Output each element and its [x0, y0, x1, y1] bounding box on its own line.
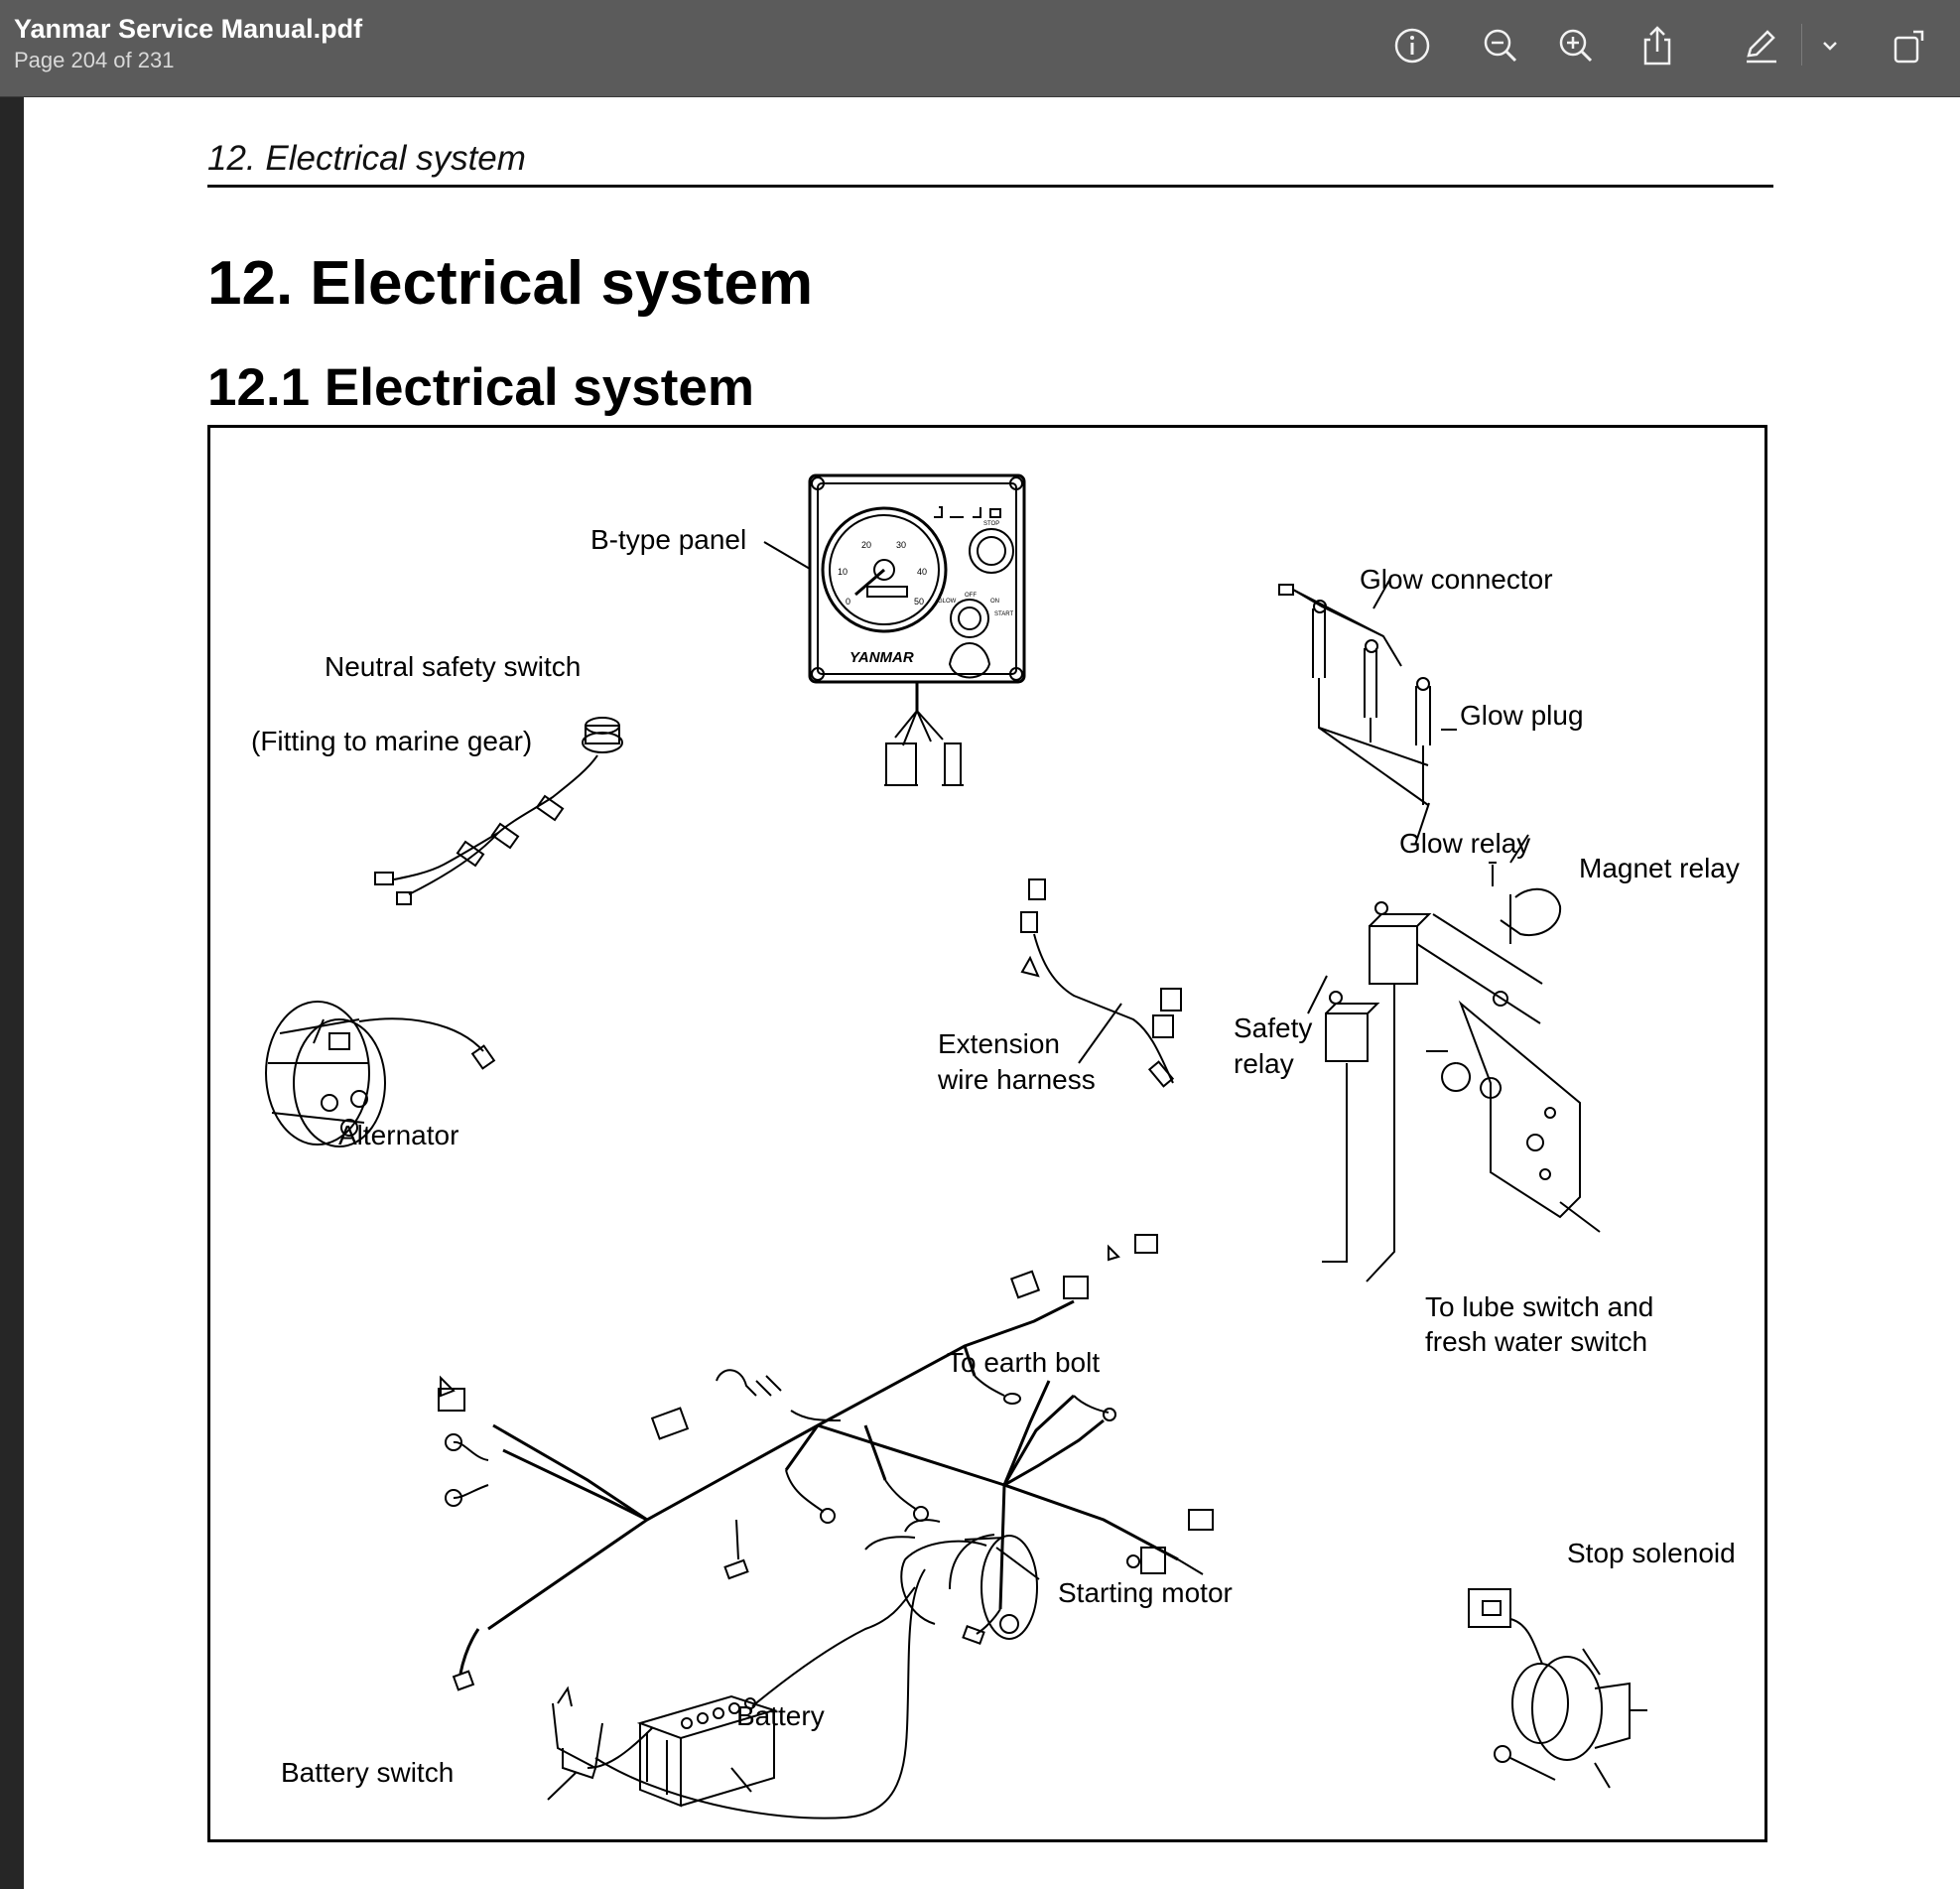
label-safety-relay-line2: relay: [1234, 1048, 1294, 1079]
label-glow-connector: Glow connector: [1360, 564, 1553, 595]
label-magnet-relay: Magnet relay: [1579, 853, 1740, 883]
info-icon[interactable]: [1388, 22, 1436, 69]
panel-brand: YANMAR: [849, 649, 914, 666]
label-extension-line2: wire harness: [938, 1064, 1096, 1095]
section-heading: 12.1 Electrical system: [207, 358, 754, 417]
document-title: Yanmar Service Manual.pdf: [14, 14, 363, 44]
label-safety-relay-line1: Safety: [1234, 1012, 1313, 1043]
b-type-panel-drawing: [808, 473, 1026, 786]
label-extension-line1: Extension: [938, 1028, 1060, 1059]
sidebar-gutter: [0, 97, 24, 1889]
markup-pen-icon[interactable]: [1737, 22, 1784, 69]
panel-brand-text: YANMAR 0 10 20 30 40 50 STOP GLOW OFF ON…: [838, 521, 1013, 666]
header-rule: [207, 185, 1773, 188]
label-to-earth-bolt: To earth bolt: [947, 1347, 1101, 1378]
page-indicator: Page 204 of 231: [14, 48, 175, 72]
label-glow-plug: Glow plug: [1460, 700, 1584, 731]
label-battery: Battery: [736, 1700, 825, 1731]
label-stop-solenoid: Stop solenoid: [1567, 1538, 1736, 1568]
label-battery-switch: Battery switch: [281, 1757, 455, 1788]
chevron-down-icon[interactable]: [1806, 22, 1854, 69]
zoom-in-icon[interactable]: [1552, 22, 1600, 69]
panel-glow-label: GLOW: [938, 599, 957, 605]
label-b-type-panel: B-type panel: [590, 524, 747, 555]
gauge-tick-20: 20: [861, 540, 871, 550]
toolbar: Yanmar Service Manual.pdf Page 204 of 23…: [0, 0, 1960, 97]
stop-solenoid-drawing: [1468, 1588, 1647, 1789]
running-header: 12. Electrical system: [207, 139, 526, 178]
extension-harness-drawing: [1020, 878, 1182, 1088]
gauge-tick-0: 0: [846, 597, 850, 607]
label-alternator: Alternator: [338, 1120, 459, 1150]
relays-drawing: [1322, 862, 1601, 1282]
rotate-icon[interactable]: [1886, 22, 1933, 69]
label-starting-motor: Starting motor: [1058, 1577, 1233, 1608]
gauge-tick-10: 10: [838, 567, 848, 577]
label-neutral-safety-switch: Neutral safety switch: [325, 651, 582, 682]
label-glow-relay: Glow relay: [1399, 828, 1531, 859]
starting-motor-drawing: [864, 1519, 1038, 1640]
main-harness-drawing: [458, 1299, 1179, 1675]
neutral-safety-switch-drawing: [374, 717, 623, 905]
panel-stop-label: STOP: [983, 521, 999, 527]
zoom-out-icon[interactable]: [1477, 22, 1524, 69]
panel-off-label: OFF: [965, 593, 977, 599]
panel-start-label: START: [994, 611, 1013, 617]
battery-switch-drawing: [552, 1686, 603, 1780]
gauge-tick-40: 40: [917, 567, 927, 577]
gauge-tick-30: 30: [896, 540, 906, 550]
pdf-page: 12. Electrical system 12. Electrical sys…: [24, 97, 1960, 1889]
electrical-system-diagram: YANMAR 0 10 20 30 40 50 STOP GLOW OFF ON…: [207, 425, 1767, 1842]
share-icon[interactable]: [1633, 22, 1681, 69]
wiring-illustration: YANMAR 0 10 20 30 40 50 STOP GLOW OFF ON…: [265, 473, 1647, 1820]
gauge-tick-50: 50: [914, 597, 924, 607]
panel-on-label: ON: [990, 599, 999, 605]
label-to-lube-line2: fresh water switch: [1425, 1326, 1648, 1357]
label-fitting-marine-gear: (Fitting to marine gear): [251, 726, 533, 756]
label-to-lube-line1: To lube switch and: [1425, 1291, 1654, 1322]
toolbar-separator: [1801, 24, 1802, 66]
glow-plug-drawing: [1278, 584, 1431, 806]
chapter-heading: 12. Electrical system: [207, 249, 814, 318]
